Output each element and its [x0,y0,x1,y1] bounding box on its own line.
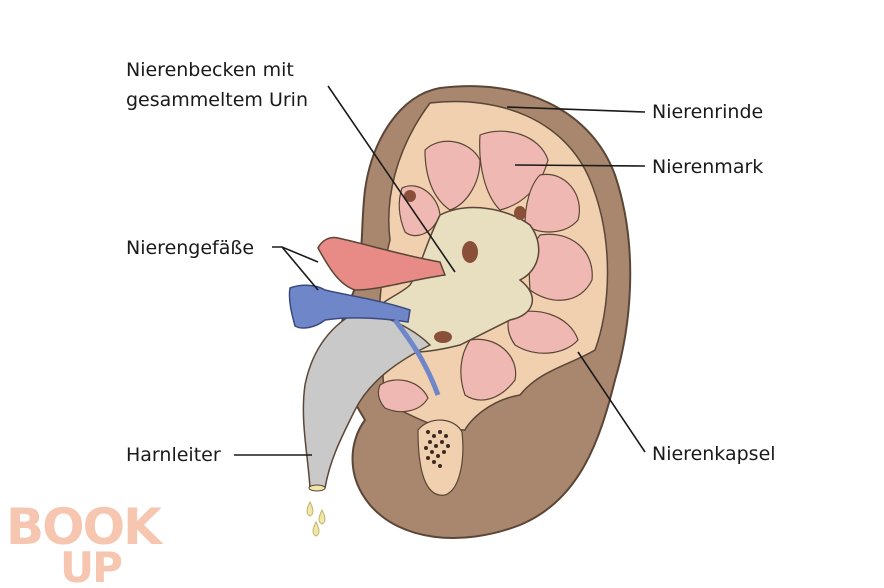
renal-papilla [417,419,464,496]
urine-drops [306,500,326,537]
label-cortex: Nierenrinde [652,101,763,123]
ureter [302,309,432,489]
calyx-opening [462,241,478,263]
pyramid [524,173,580,233]
renal-artery [317,236,447,291]
calyx-opening [514,206,526,220]
label-capsule: Nierenkapsel [652,443,776,465]
label-medulla: Nierenmark [652,156,763,178]
logo-line2: UP [60,543,122,588]
pyramid [507,310,579,354]
label-vessels: Nierengefäße [126,237,254,259]
ureter-opening [308,484,326,492]
collecting-dots [424,430,450,468]
renal-vein [288,284,411,329]
label-pelvis-line1: Nierenbecken mit [126,59,294,81]
pyramid [460,338,517,401]
calyx-opening [434,331,452,343]
logo-line1: BOOK [6,498,164,556]
calyx-opening [404,190,416,202]
pyramid [377,379,429,413]
label-pelvis-line2: gesammeltem Urin [126,89,308,111]
leader-lines [234,85,646,456]
vein-branch [392,318,441,396]
label-ureter: Harnleiter [126,444,221,466]
bookup-logo: BOOK UP [6,498,166,588]
pyramid [424,140,481,211]
